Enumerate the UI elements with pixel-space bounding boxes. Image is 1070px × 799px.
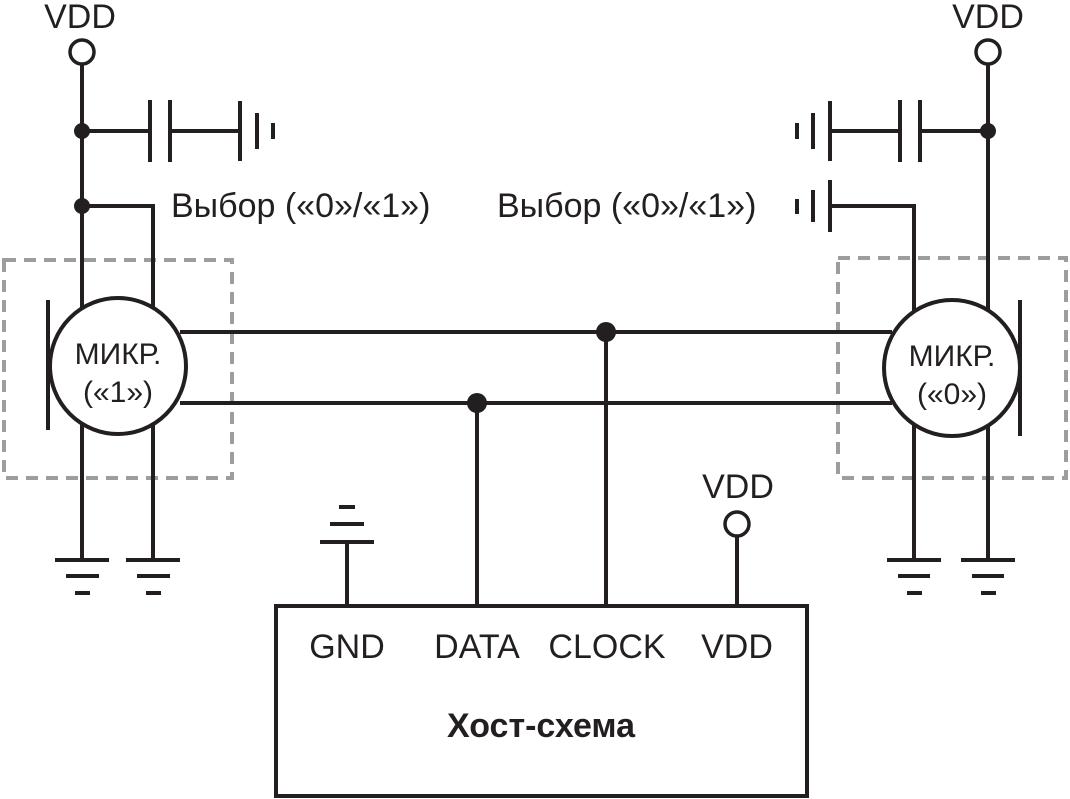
left-select-wire <box>82 204 155 560</box>
host-vdd-label: VDD <box>702 468 774 506</box>
left-mic-enclosure <box>2 258 234 480</box>
pin-gnd: GND <box>309 628 385 666</box>
right-capacitor <box>898 100 922 162</box>
left-select-label: Выбор («0»/«1») <box>171 187 430 225</box>
right-mic <box>882 298 1022 438</box>
left-ground-icon-2 <box>126 558 180 595</box>
left-vdd-label: VDD <box>44 0 116 36</box>
left-mic-label-1: МИКР. <box>75 338 162 371</box>
right-select-source-icon <box>795 180 832 232</box>
right-ground-icon-2 <box>961 558 1015 595</box>
left-mic-label-2: («1») <box>83 376 153 409</box>
left-ground-icon-1 <box>55 558 109 595</box>
right-vdd-terminal <box>974 38 1002 66</box>
left-mic <box>48 296 188 436</box>
right-cap-ground-icon <box>795 101 832 161</box>
right-ground-icon-1 <box>887 558 941 595</box>
host-vdd-terminal <box>723 510 751 538</box>
pin-data: DATA <box>434 628 520 666</box>
right-mic-label-2: («0») <box>917 378 987 411</box>
right-mic-label-1: МИКР. <box>909 340 996 373</box>
left-cap-ground-icon <box>238 101 275 161</box>
right-mic-enclosure <box>836 256 1068 480</box>
left-capacitor <box>148 100 172 162</box>
right-vdd-label: VDD <box>952 0 1024 36</box>
pin-vdd: VDD <box>701 628 773 666</box>
right-select-label: Выбор («0»/«1») <box>497 187 756 225</box>
host-title: Хост-схема <box>447 707 636 745</box>
host-block <box>274 604 809 798</box>
right-select-wire <box>830 204 916 560</box>
host-ground-icon <box>320 505 374 544</box>
left-vdd-terminal <box>68 38 96 66</box>
pin-clock: CLOCK <box>548 628 665 666</box>
